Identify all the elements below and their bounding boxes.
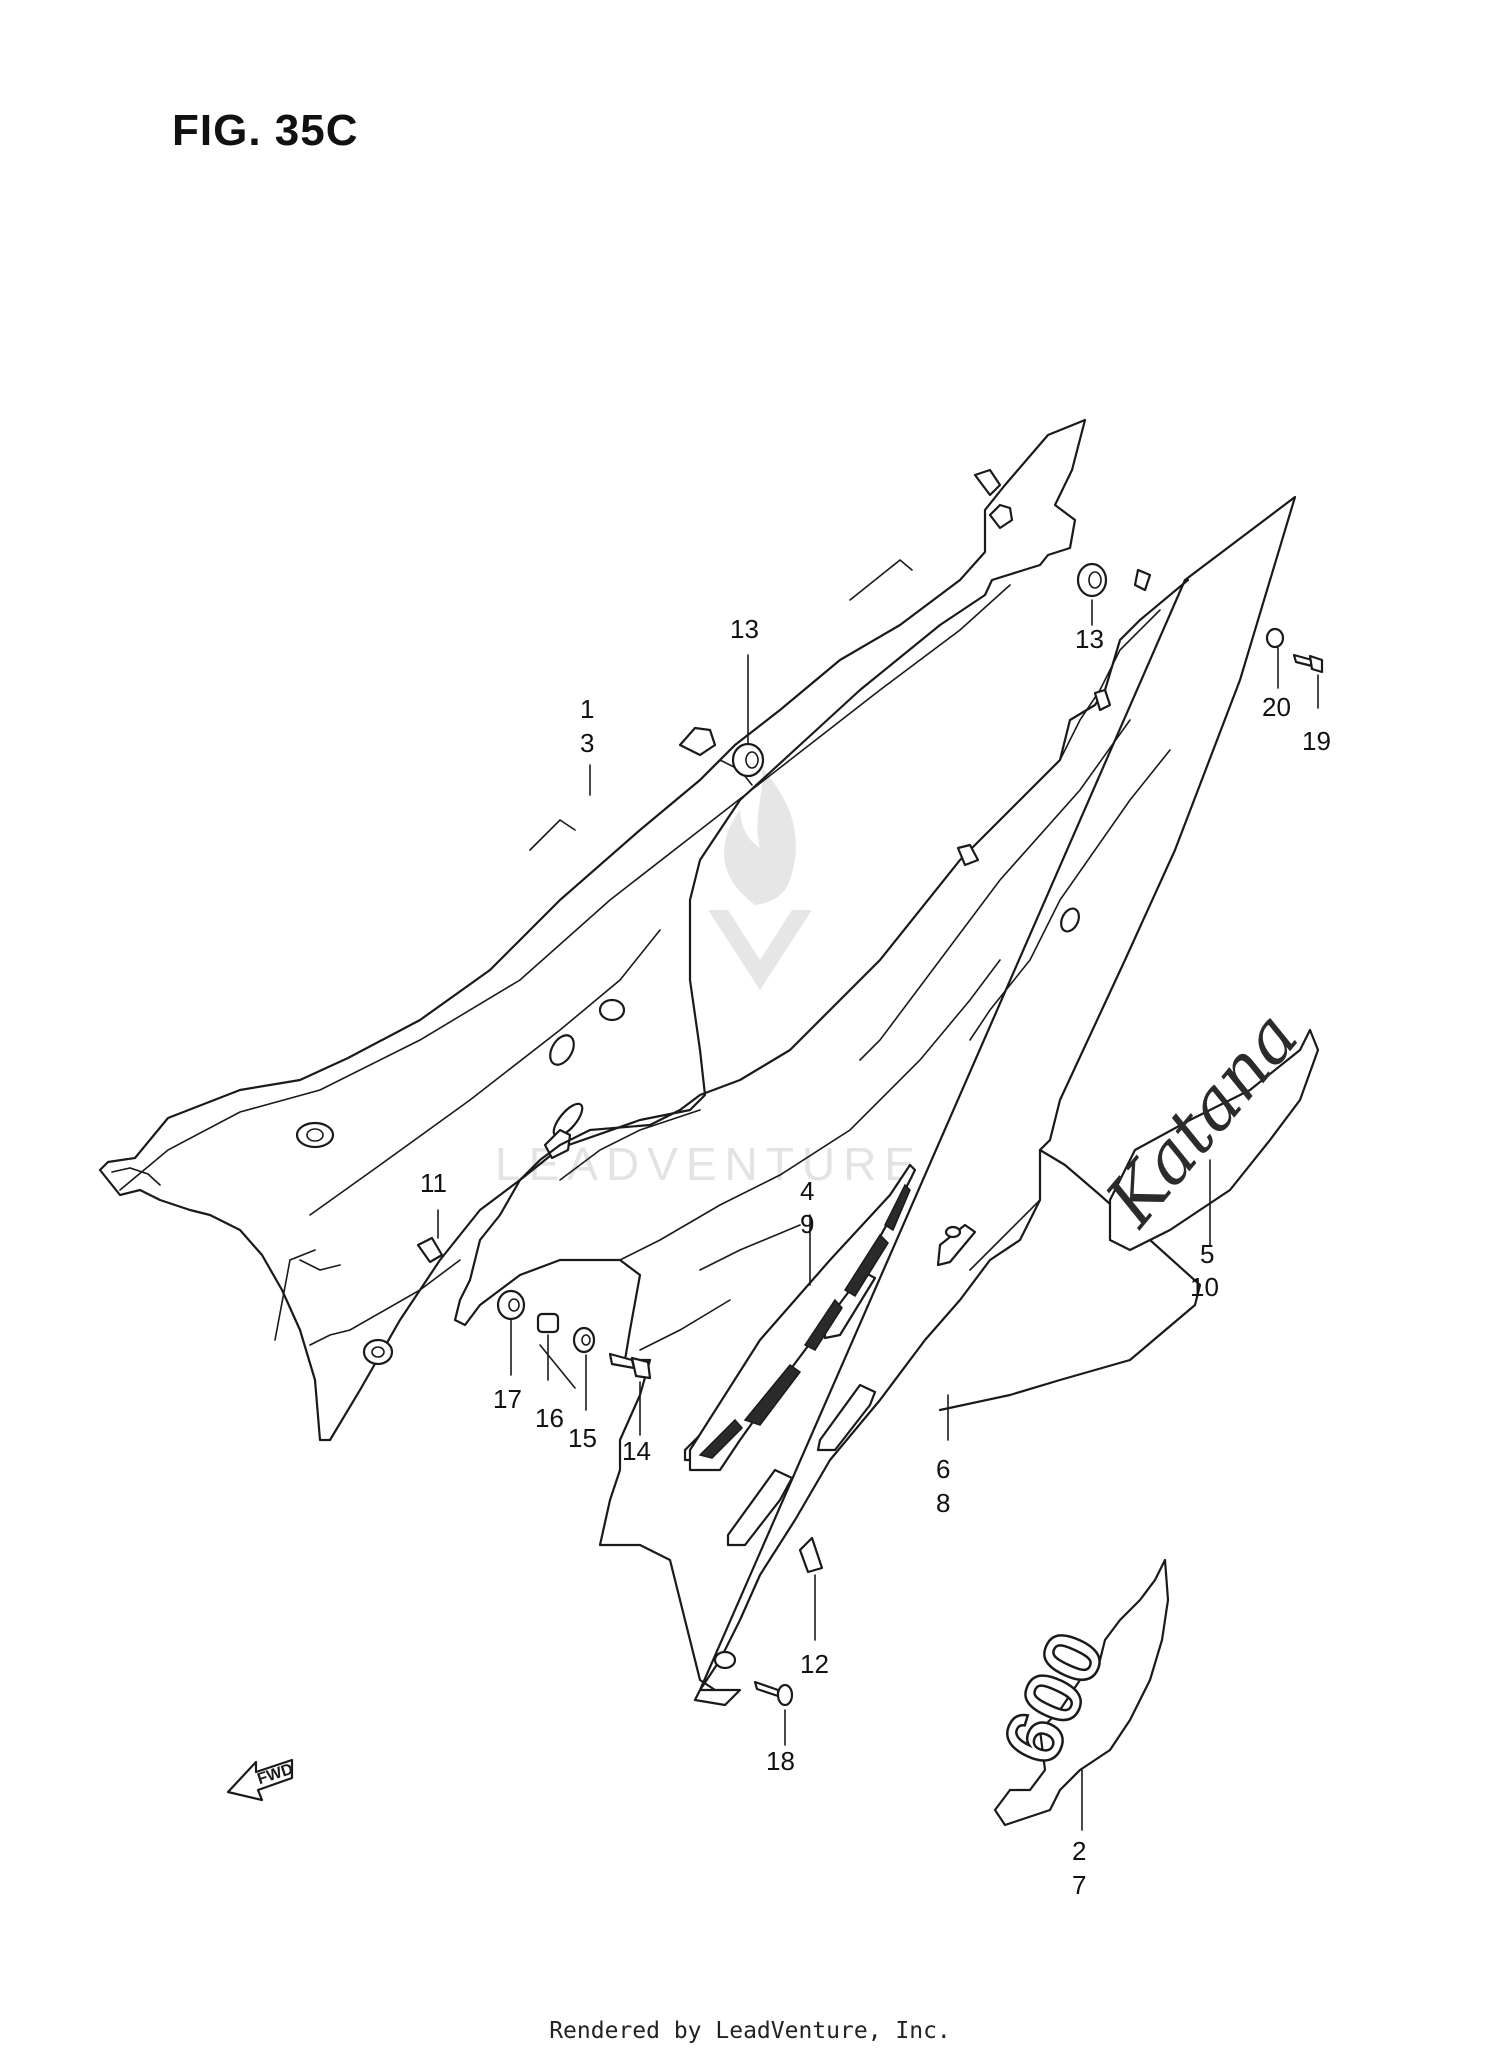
- callout-20: 20: [1262, 692, 1291, 722]
- decal-600: 600: [983, 1558, 1170, 1827]
- bolt-14: [608, 1352, 652, 1380]
- callout-7: 7: [1072, 1870, 1086, 1900]
- callout-3: 3: [580, 728, 594, 758]
- callout-8: 8: [936, 1488, 950, 1518]
- callout-19: 19: [1302, 726, 1331, 756]
- frame-cover-inner: [98, 418, 1087, 1442]
- callout-12: 12: [800, 1649, 829, 1679]
- decal-stripe: [688, 1163, 917, 1472]
- cushion-17: [496, 1289, 526, 1321]
- callout-18: 18: [766, 1746, 795, 1776]
- callout-13b: 13: [1075, 624, 1104, 654]
- grommet-13a: [731, 742, 765, 778]
- fwd-arrow: FWD: [226, 1758, 295, 1802]
- bolt-19: [1292, 653, 1324, 674]
- callout-16: 16: [535, 1403, 564, 1433]
- callout-17: 17: [493, 1384, 522, 1414]
- washer-15: [572, 1326, 596, 1354]
- decal-katana: Katana: [1089, 996, 1320, 1252]
- footer-credit: Rendered by LeadVenture, Inc.: [549, 2018, 951, 2044]
- callout-13a: 13: [730, 614, 759, 644]
- frame-cover-outer: [453, 495, 1297, 1707]
- grommet-13b: [1076, 562, 1108, 598]
- screw-18: [753, 1680, 794, 1707]
- callout-4: 4: [800, 1176, 814, 1206]
- callout-6: 6: [936, 1454, 950, 1484]
- callout-2: 2: [1072, 1836, 1086, 1866]
- washer-20: [1265, 627, 1285, 649]
- callout-14: 14: [622, 1436, 651, 1466]
- callout-labels: 1 3 13 13 20 19 11 4 9 5 10 17 16 15 14 …: [420, 614, 1331, 1900]
- callout-1: 1: [580, 694, 594, 724]
- callout-9: 9: [800, 1209, 814, 1239]
- figure-title: FIG. 35C: [172, 106, 359, 155]
- callout-11: 11: [420, 1168, 447, 1198]
- leader-lines: [437, 599, 1319, 1831]
- callout-10: 10: [1190, 1272, 1219, 1302]
- callout-15: 15: [568, 1423, 597, 1453]
- collar-16: [536, 1312, 560, 1334]
- callout-5: 5: [1200, 1239, 1214, 1269]
